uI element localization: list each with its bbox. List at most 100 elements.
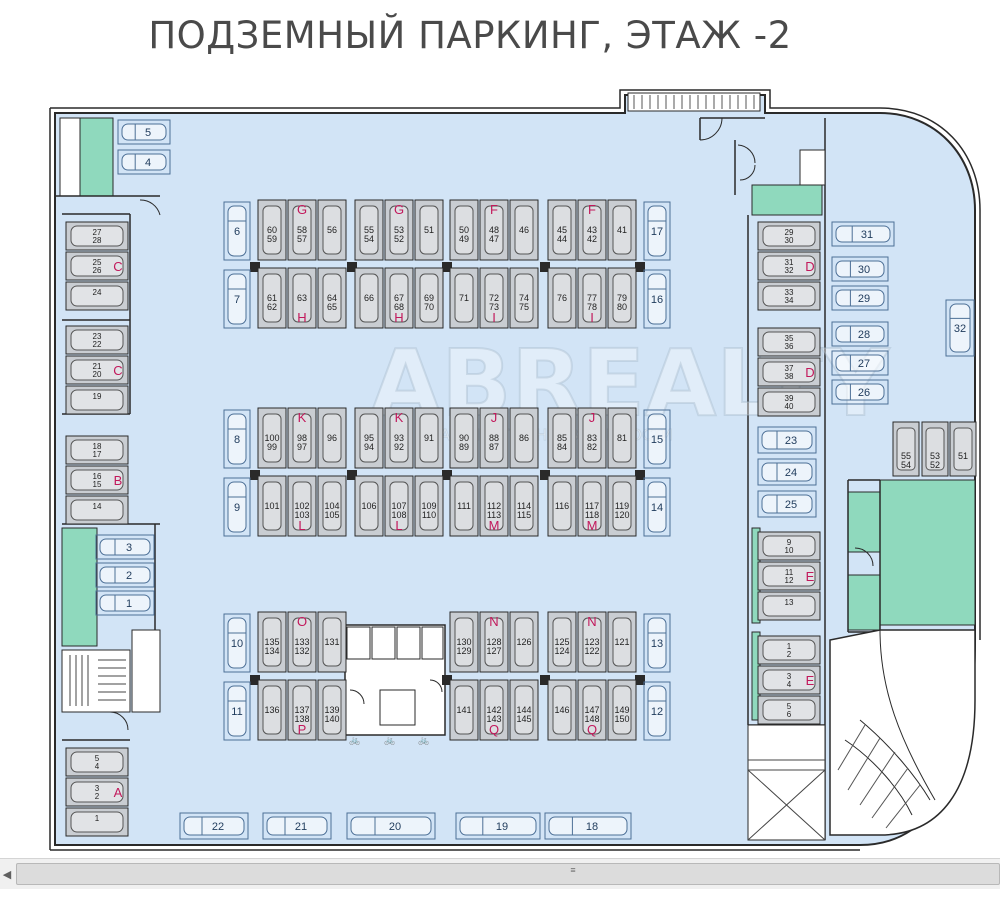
parking-cell[interactable]: 91 [414,407,444,469]
parking-spot[interactable]: 21 [262,812,332,840]
parking-cell[interactable]: 121 [607,611,637,673]
parking-cell[interactable]: 13 [757,591,821,621]
parking-cell[interactable]: 63H [287,267,317,329]
parking-cell[interactable]: 14 [65,495,129,525]
parking-cell[interactable]: 101 [257,475,287,537]
parking-spot[interactable]: 29 [831,285,889,311]
parking-cell[interactable]: 81 [607,407,637,469]
parking-spot[interactable]: 17 [643,201,671,261]
parking-spot[interactable]: 19 [455,812,541,840]
parking-spot[interactable]: 23 [757,426,817,454]
parking-cell[interactable]: 76 [547,267,577,329]
parking-spot[interactable]: 9 [223,477,251,537]
parking-spot[interactable]: 11 [223,681,251,741]
parking-spot[interactable]: 1 [95,590,155,616]
scroll-left-arrow-icon[interactable]: ◀ [2,869,12,881]
parking-spot[interactable]: 18 [544,812,632,840]
parking-spot[interactable]: 7 [223,269,251,329]
parking-spot[interactable]: 2 [95,562,155,588]
parking-cell[interactable]: 136 [257,679,287,741]
parking-spot[interactable]: 5 [117,119,171,145]
parking-cell[interactable]: 146 [547,679,577,741]
parking-cell[interactable]: 111 [449,475,479,537]
parking-cell[interactable]: 51 [949,421,977,477]
parking-spot[interactable]: 14 [643,477,671,537]
parking-spot[interactable]: 12 [643,681,671,741]
parking-cell[interactable]: 66 [354,267,384,329]
parking-spot[interactable]: 31 [831,221,895,247]
parking-spot[interactable]: 30 [831,256,889,282]
parking-cell[interactable]: 56 [317,199,347,261]
parking-spot[interactable]: 20 [346,812,436,840]
parking-cell[interactable]: 86 [509,407,539,469]
parking-spot[interactable]: 4 [117,149,171,175]
parking-cell[interactable]: 131 [317,611,347,673]
scrollbar-thumb[interactable] [16,863,1000,885]
parking-spot[interactable]: 8 [223,409,251,469]
parking-spot[interactable]: 32 [945,299,975,357]
parking-spot[interactable]: 22 [179,812,249,840]
parking-spot[interactable]: 25 [757,490,817,518]
horizontal-scrollbar[interactable]: ◀ ≡ [0,858,1000,889]
parking-cell[interactable]: 96 [317,407,347,469]
parking-cell[interactable]: 5554R [892,421,940,477]
parking-spot[interactable]: 6 [223,201,251,261]
parking-spot[interactable]: 15 [643,409,671,469]
parking-spot[interactable]: 26 [831,379,889,405]
parking-cell[interactable]: 19 [65,385,129,415]
parking-spot[interactable]: 3 [95,534,155,560]
parking-cell[interactable]: 106 [354,475,384,537]
